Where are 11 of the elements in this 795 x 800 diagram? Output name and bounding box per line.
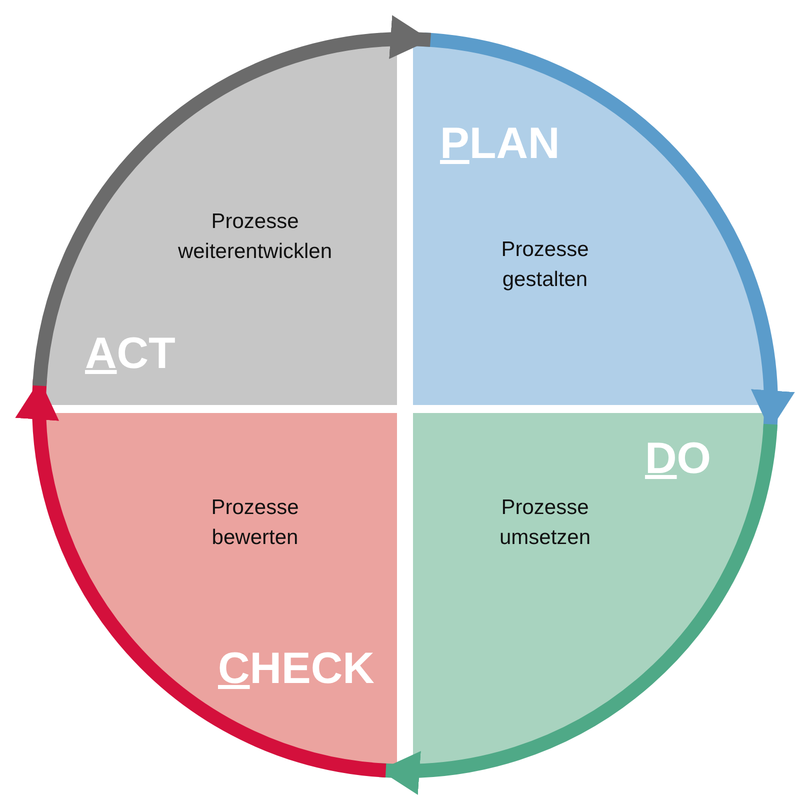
phase-description: Prozesse weiterentwicklen bbox=[176, 209, 334, 265]
curved-arrow bbox=[379, 423, 778, 792]
curved-arrow bbox=[32, 18, 431, 387]
phase-description: Prozesse gestalten bbox=[500, 237, 590, 293]
phase-heading: DO bbox=[645, 435, 712, 483]
phase-description: Prozesse bewerten bbox=[210, 495, 300, 551]
phase-heading: CHECK bbox=[218, 645, 374, 693]
phase-heading: ACT bbox=[85, 330, 176, 378]
phase-heading: PLAN bbox=[440, 120, 560, 168]
curved-arrow bbox=[18, 379, 387, 778]
phase-description: Prozesse umsetzen bbox=[498, 495, 592, 551]
